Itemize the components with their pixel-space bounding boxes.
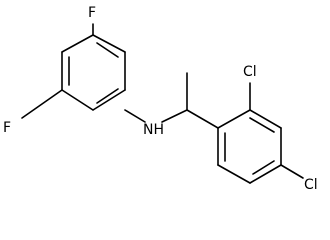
bond-c-cl-bottom bbox=[280, 164, 304, 179]
bond-nh-ch bbox=[161, 109, 188, 123]
bond bbox=[217, 164, 251, 184]
fluorine-bottom-label: F bbox=[3, 120, 11, 136]
bond bbox=[92, 34, 126, 53]
bond bbox=[61, 34, 94, 53]
difluorophenyl-ring bbox=[61, 34, 126, 111]
fluorine-top-label: F bbox=[88, 5, 96, 21]
bond bbox=[249, 109, 282, 129]
bond bbox=[92, 89, 126, 111]
double-bond-inner bbox=[96, 88, 119, 104]
double-bond-inner bbox=[96, 42, 119, 58]
bond-ring-nh bbox=[124, 109, 146, 123]
molecule-diagram: F F NH Cl Cl bbox=[3, 5, 318, 193]
structure-canvas: F F NH Cl Cl bbox=[3, 5, 318, 193]
bond bbox=[217, 109, 251, 129]
bond-ch-ring bbox=[186, 109, 219, 129]
double-bond-inner bbox=[252, 160, 275, 175]
double-bond-inner bbox=[249, 117, 275, 133]
amine-nh-label: NH bbox=[143, 122, 164, 138]
dichlorophenyl-ring bbox=[217, 109, 282, 184]
bond bbox=[61, 89, 94, 111]
bond bbox=[249, 164, 282, 184]
bond-c-f-bottom bbox=[21, 89, 63, 119]
chlorine-bottom-label: Cl bbox=[304, 177, 318, 193]
chlorine-top-label: Cl bbox=[243, 64, 257, 80]
